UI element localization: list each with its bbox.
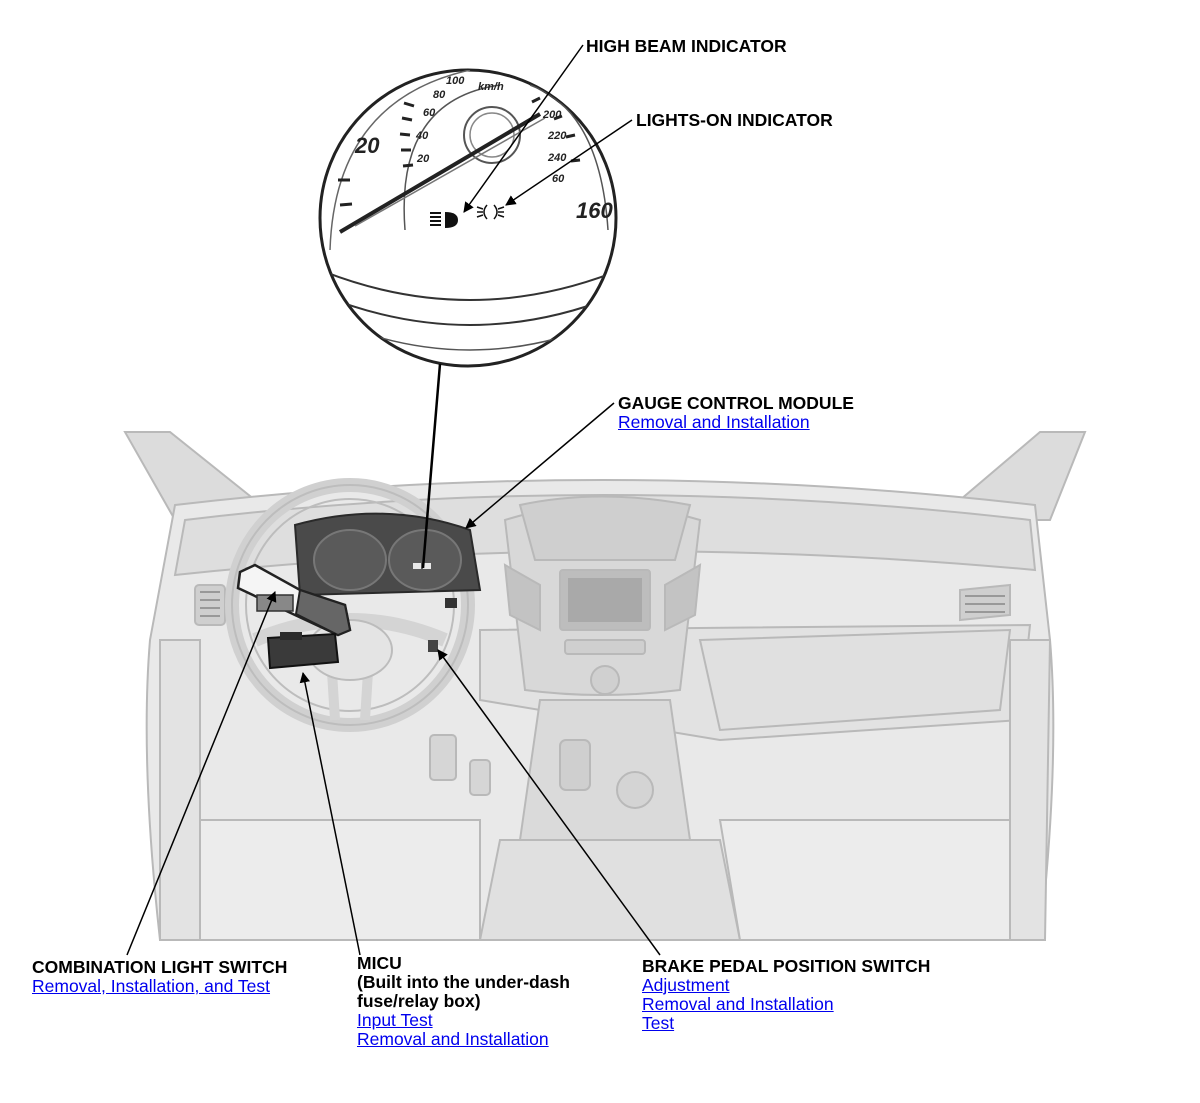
magnifier-connector xyxy=(421,363,442,569)
lights-on-icon xyxy=(476,204,505,220)
brake-switch-leader xyxy=(437,649,661,956)
svg-text:60: 60 xyxy=(552,173,565,185)
gauge-module-title: GAUGE CONTROL MODULE xyxy=(618,393,854,413)
gauge-module-leader xyxy=(465,402,615,529)
svg-text:160: 160 xyxy=(576,198,613,223)
svg-text:km/h: km/h xyxy=(478,81,504,93)
svg-text:60: 60 xyxy=(423,107,436,119)
brake-switch-test-link[interactable]: Test xyxy=(642,1013,675,1033)
brake-switch-title: BRAKE PEDAL POSITION SWITCH xyxy=(642,956,931,976)
combination-switch-callout: COMBINATION LIGHT SWITCH Removal, Instal… xyxy=(32,958,287,996)
lights-on-leader xyxy=(505,119,633,206)
lights-on-title: LIGHTS-ON INDICATOR xyxy=(636,110,833,130)
high-beam-leader xyxy=(463,44,584,213)
micu-subtitle-2: fuse/relay box) xyxy=(357,991,481,1011)
brake-switch-adjustment-link[interactable]: Adjustment xyxy=(642,975,730,995)
micu-box xyxy=(266,632,340,670)
gauge-magnifier: 100 80 60 40 20 200 220 240 60 km/h 20 1… xyxy=(318,68,618,368)
high-beam-icon xyxy=(430,212,458,228)
micu-title: MICU xyxy=(357,953,402,973)
lights-on-callout: LIGHTS-ON INDICATOR xyxy=(636,111,833,130)
svg-text:20: 20 xyxy=(416,153,430,165)
micu-leader xyxy=(299,671,361,956)
high-beam-callout: HIGH BEAM INDICATOR xyxy=(586,37,787,56)
svg-text:240: 240 xyxy=(547,152,567,164)
leader-lines xyxy=(126,44,661,956)
high-beam-title: HIGH BEAM INDICATOR xyxy=(586,36,787,56)
gauge-cluster xyxy=(293,512,482,608)
brake-switch-callout: BRAKE PEDAL POSITION SWITCH Adjustment R… xyxy=(642,957,930,1033)
micu-removal-link[interactable]: Removal and Installation xyxy=(357,1029,549,1049)
gauge-module-callout: GAUGE CONTROL MODULE Removal and Install… xyxy=(618,394,854,432)
svg-text:80: 80 xyxy=(433,89,446,101)
brake-switch-removal-link[interactable]: Removal and Installation xyxy=(642,994,834,1014)
svg-text:220: 220 xyxy=(547,130,567,142)
micu-callout: MICU (Built into the under-dash fuse/rel… xyxy=(357,954,570,1049)
car-interior xyxy=(123,431,1087,941)
combination-switch-removal-link[interactable]: Removal, Installation, and Test xyxy=(32,976,271,996)
brake-switch xyxy=(428,640,438,652)
svg-text:40: 40 xyxy=(415,130,429,142)
svg-text:200: 200 xyxy=(542,109,562,121)
gauge-module-removal-link[interactable]: Removal and Installation xyxy=(618,412,810,432)
svg-text:20: 20 xyxy=(354,133,380,158)
svg-text:100: 100 xyxy=(446,75,465,87)
combination-light-switch xyxy=(236,563,352,637)
combination-switch-leader xyxy=(126,591,277,956)
micu-subtitle-1: (Built into the under-dash xyxy=(357,972,570,992)
combination-switch-title: COMBINATION LIGHT SWITCH xyxy=(32,957,288,977)
micu-input-test-link[interactable]: Input Test xyxy=(357,1010,433,1030)
